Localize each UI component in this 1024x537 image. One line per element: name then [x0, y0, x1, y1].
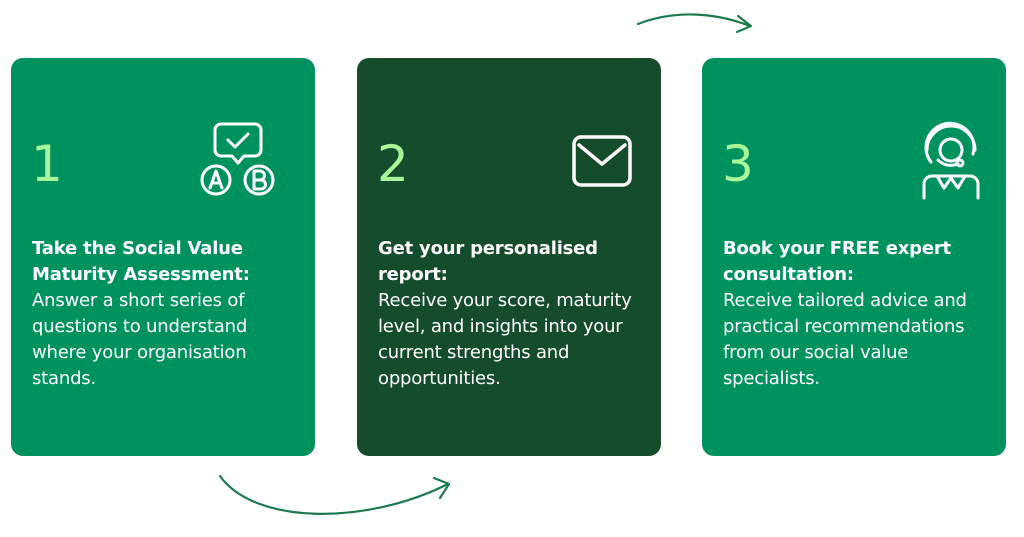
step-body: Receive your score, maturity level, and … [378, 290, 632, 389]
step-text: Get your personalised report: Receive yo… [378, 236, 640, 392]
ab-choice-checkmark-icon [200, 122, 275, 196]
top-arrow-icon [636, 13, 753, 34]
headset-consultant-icon [922, 121, 980, 200]
bottom-arrow-icon [218, 474, 451, 515]
envelope-icon [572, 135, 632, 187]
step-body: Answer a short series of questions to un… [32, 290, 248, 389]
step-title: Take the Social Value Maturity Assessmen… [32, 238, 250, 285]
step-number: 3 [722, 135, 754, 193]
step-text: Take the Social Value Maturity Assessmen… [32, 236, 294, 392]
step-text: Book your FREE expert consultation: Rece… [723, 236, 985, 392]
step-card-2: 2 Get your personalised report: Receive … [357, 58, 661, 456]
step-body: Receive tailored advice and practical re… [723, 290, 967, 389]
step-number: 2 [377, 135, 409, 193]
step-title: Get your personalised report: [378, 238, 598, 285]
step-card-3: 3 Book your FREE expert consultation: Re… [702, 58, 1006, 456]
step-title: Book your FREE expert consultation: [723, 238, 951, 285]
step-card-1: 1 Take the Social Value Maturity Assessm… [11, 58, 315, 456]
step-number: 1 [31, 135, 63, 193]
